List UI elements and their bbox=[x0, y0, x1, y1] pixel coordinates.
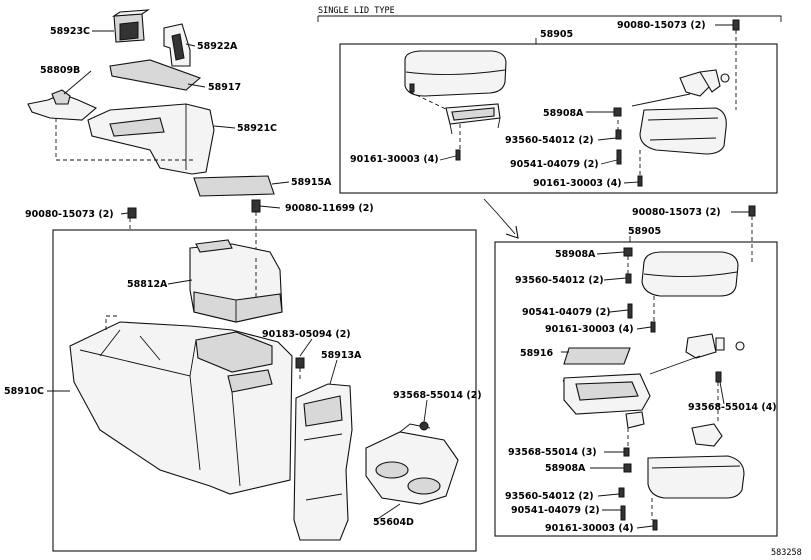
leader bbox=[623, 181, 639, 184]
loose-parts-group: 58923C 58922A 58809B 58917 58921C 58915A… bbox=[25, 9, 374, 258]
label-bot-90080-15073: 90080-15073 (2) bbox=[632, 207, 721, 218]
part-58921c bbox=[87, 103, 215, 175]
console-frame bbox=[52, 229, 477, 552]
label-bot-93560-54012-a: 93560-54012 (2) bbox=[515, 275, 604, 286]
label-58921c: 58921C bbox=[237, 123, 277, 134]
single-lid-frame bbox=[339, 43, 778, 194]
console-assembly-group: 58812A 90183-05094 (2) 58913A 93568-5501… bbox=[4, 229, 482, 552]
transition-arrow bbox=[483, 198, 519, 239]
single-lid-type-title: SINGLE LID TYPE bbox=[318, 6, 395, 16]
part-58922a bbox=[163, 23, 191, 67]
label-bot-58908a-b: 58908A bbox=[545, 463, 586, 474]
single-lid-type-group: SINGLE LID TYPE bbox=[317, 6, 782, 194]
leader bbox=[597, 137, 617, 141]
label-top-58908a: 58908A bbox=[543, 108, 584, 119]
label-bot-90161-30003-b: 90161-30003 (4) bbox=[545, 523, 634, 534]
part-58915a bbox=[193, 175, 275, 197]
label-bot-90161-30003-a: 90161-30003 (4) bbox=[545, 324, 634, 335]
lid-base-top bbox=[639, 107, 727, 155]
label-93568-55014-mid: 93568-55014 (2) bbox=[393, 390, 482, 401]
fastener-90080-11699 bbox=[251, 199, 261, 213]
part-58809b bbox=[27, 89, 98, 121]
diagram-id: 583258 bbox=[771, 548, 802, 558]
leaders-bottom bbox=[561, 211, 749, 529]
leaders-loose bbox=[63, 30, 290, 215]
label-bot-93560-54012-b: 93560-54012 (2) bbox=[505, 491, 594, 502]
label-top-90161-30003-b: 90161-30003 (4) bbox=[533, 178, 622, 189]
part-58923c bbox=[111, 9, 151, 43]
label-90080-15073-left: 90080-15073 (2) bbox=[25, 209, 114, 220]
fastener-90080-15073-left bbox=[127, 207, 137, 219]
label-58917: 58917 bbox=[208, 82, 241, 93]
part-58913a bbox=[293, 383, 353, 541]
label-bot-90541-04079-a: 90541-04079 (2) bbox=[522, 307, 611, 318]
leaders-console bbox=[47, 279, 428, 521]
label-bot-58916: 58916 bbox=[520, 348, 553, 359]
pad-58916 bbox=[563, 347, 631, 365]
label-90183-05094: 90183-05094 (2) bbox=[262, 329, 351, 340]
label-58923c: 58923C bbox=[50, 26, 90, 37]
label-bot-58908a-a: 58908A bbox=[555, 249, 596, 260]
label-top-90161-30003-a: 90161-30003 (4) bbox=[350, 154, 439, 165]
leader bbox=[439, 155, 457, 161]
part-58812a bbox=[189, 239, 283, 323]
lock-block-bottom bbox=[691, 423, 723, 447]
label-top-58905: 58905 bbox=[540, 29, 573, 40]
double-lid-type-group: 58905 90080-15073 (2) 58908A 93560-54012… bbox=[494, 205, 778, 537]
part-58910c bbox=[69, 321, 293, 495]
label-58812a: 58812A bbox=[127, 279, 168, 290]
fasteners-bottom bbox=[618, 205, 756, 531]
part-55604d bbox=[365, 423, 459, 505]
fastener-90183-05094 bbox=[295, 357, 305, 369]
dashed-guides-bottom bbox=[627, 216, 753, 520]
latch-bottom bbox=[625, 411, 645, 429]
label-bot-93568-55014-a: 93568-55014 (4) bbox=[688, 402, 777, 413]
label-top-93560-54012: 93560-54012 (2) bbox=[505, 135, 594, 146]
label-55604d: 55604D bbox=[373, 517, 414, 528]
label-top-90080-15073: 90080-15073 (2) bbox=[617, 20, 706, 31]
dashed-guides-console bbox=[105, 258, 301, 380]
leader bbox=[600, 159, 618, 165]
hinge-bracket-bottom bbox=[649, 333, 745, 375]
label-58910c: 58910C bbox=[4, 386, 44, 397]
inner-tray-bottom bbox=[563, 373, 651, 415]
single-lid-bracket bbox=[317, 15, 782, 22]
dashed-guides bbox=[409, 30, 737, 176]
label-58922a: 58922A bbox=[197, 41, 238, 52]
label-90080-11699: 90080-11699 (2) bbox=[285, 203, 374, 214]
lid-assembly-top bbox=[404, 50, 507, 97]
label-58913a: 58913A bbox=[321, 350, 362, 361]
double-lid-frame bbox=[494, 241, 778, 537]
lock-parts-top bbox=[631, 69, 730, 107]
fastener-93568-55014 bbox=[419, 421, 429, 431]
label-bot-93568-55014-b: 93568-55014 (3) bbox=[508, 447, 597, 458]
lower-base-bottom bbox=[647, 455, 745, 499]
hinge-block-top bbox=[445, 103, 501, 135]
label-bot-90541-04079-b: 90541-04079 (2) bbox=[511, 505, 600, 516]
label-top-90541-04079: 90541-04079 (2) bbox=[510, 159, 599, 170]
lid-assembly-bottom bbox=[641, 251, 739, 297]
part-58917 bbox=[109, 59, 202, 91]
label-58915a: 58915A bbox=[291, 177, 332, 188]
label-bot-58905: 58905 bbox=[628, 226, 661, 237]
label-58809b: 58809B bbox=[40, 65, 80, 76]
